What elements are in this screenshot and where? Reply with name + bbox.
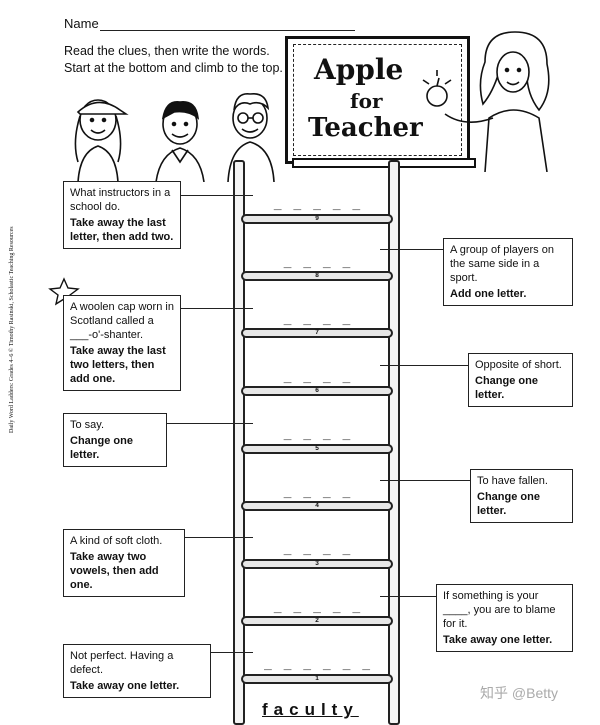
clue-6: Opposite of short. Change one letter. — [468, 353, 573, 407]
rung-7-number: 7 — [315, 329, 319, 336]
clue-2-connector — [380, 596, 436, 597]
ladder-right-rail — [388, 160, 400, 725]
clue-9: What instructors in a school do. Take aw… — [63, 181, 181, 249]
chalkboard-tray — [292, 158, 476, 168]
clue-2-instruction: Take away one letter. — [443, 634, 553, 646]
chalkboard-title-line1: Apple — [314, 53, 404, 86]
name-line[interactable] — [100, 30, 355, 31]
teacher-illustration — [422, 31, 550, 172]
clue-8-instruction: Add one letter. — [450, 288, 527, 300]
rung-6-number: 6 — [315, 387, 319, 394]
ladder-left-rail — [233, 160, 245, 725]
rung-7: 7 — [241, 328, 393, 338]
watermark: 知乎 @Betty — [480, 685, 559, 701]
rung-8-number: 8 — [315, 272, 319, 279]
clue-4-instruction: Change one letter. — [477, 491, 540, 517]
clue-1-instruction: Take away one letter. — [70, 680, 180, 692]
rung-8-blank[interactable]: _ _ _ _ — [283, 254, 353, 269]
rung-4: 4 — [241, 501, 393, 511]
rung-6: 6 — [241, 386, 393, 396]
clue-8: A group of players on the same side in a… — [443, 238, 573, 306]
clue-2-text: If something is your ____, you are to bl… — [443, 590, 556, 630]
instructions: Read the clues, then write the words. St… — [64, 43, 283, 77]
rung-9-number: 9 — [315, 215, 319, 222]
clue-5-connector — [167, 423, 253, 424]
chalkboard: Apple for Teacher — [285, 36, 470, 164]
rung-1-blank[interactable]: _ _ _ _ _ _ — [263, 656, 373, 671]
clue-1-connector — [211, 652, 253, 653]
rung-2: 2 — [241, 616, 393, 626]
rung-5-blank[interactable]: _ _ _ _ — [283, 426, 353, 441]
clue-9-connector — [181, 195, 253, 196]
rung-9: 9 — [241, 214, 393, 224]
clue-7-instruction: Take away the last two letters, then add… — [70, 345, 166, 385]
chalkboard-frame — [293, 44, 462, 156]
clue-9-text: What instructors in a school do. — [70, 187, 171, 213]
clue-4: To have fallen. Change one letter. — [470, 469, 573, 523]
chalkboard-title-line3: Teacher — [308, 113, 423, 143]
rung-2-number: 2 — [315, 617, 319, 624]
rung-2-blank[interactable]: _ _ _ _ _ — [273, 599, 363, 614]
clue-5-instruction: Change one letter. — [70, 435, 133, 461]
rung-5-number: 5 — [315, 445, 319, 452]
chalkboard-title-line2: for — [350, 89, 383, 113]
instruction-line-1: Read the clues, then write the words. — [64, 44, 270, 58]
rung-8: 8 — [241, 271, 393, 281]
clue-9-instruction: Take away the last letter, then add two. — [70, 217, 174, 243]
rung-5: 5 — [241, 444, 393, 454]
clue-6-instruction: Change one letter. — [475, 375, 538, 401]
clue-4-text: To have fallen. — [477, 475, 548, 487]
rung-1: 1 — [241, 674, 393, 684]
start-word: faculty — [262, 700, 359, 719]
clue-1-text: Not perfect. Having a defect. — [70, 650, 174, 676]
rung-9-blank[interactable]: _ _ _ _ _ — [273, 196, 363, 211]
clue-6-connector — [380, 365, 468, 366]
clue-6-text: Opposite of short. — [475, 359, 562, 371]
rung-4-blank[interactable]: _ _ _ _ — [283, 484, 353, 499]
clue-7-text: A woolen cap worn in Scotland called a _… — [70, 301, 174, 341]
clue-5: To say. Change one letter. — [63, 413, 167, 467]
rung-3-blank[interactable]: _ _ _ _ — [283, 541, 353, 556]
clue-7: A woolen cap worn in Scotland called a _… — [63, 295, 181, 391]
rung-4-number: 4 — [315, 502, 319, 509]
name-label: Name — [64, 16, 99, 31]
clue-8-connector — [380, 249, 443, 250]
rung-3: 3 — [241, 559, 393, 569]
clue-2: If something is your ____, you are to bl… — [436, 584, 573, 652]
clue-3-instruction: Take away two vowels, then add one. — [70, 551, 159, 591]
clue-3: A kind of soft cloth. Take away two vowe… — [63, 529, 185, 597]
instruction-line-2: Start at the bottom and climb to the top… — [64, 61, 283, 75]
clue-1: Not perfect. Having a defect. Take away … — [63, 644, 211, 698]
clue-5-text: To say. — [70, 419, 105, 431]
clue-3-text: A kind of soft cloth. — [70, 535, 163, 547]
clue-8-text: A group of players on the same side in a… — [450, 244, 554, 284]
copyright-sidebar: Daily Word Ladders: Grades 4–6 © Timothy… — [9, 226, 15, 433]
students-illustration — [74, 92, 275, 182]
rung-6-blank[interactable]: _ _ _ _ — [283, 369, 353, 384]
clue-3-connector — [185, 537, 253, 538]
rung-1-number: 1 — [315, 675, 319, 682]
rung-7-blank[interactable]: _ _ _ _ — [283, 311, 353, 326]
rung-3-number: 3 — [315, 560, 319, 567]
clue-7-connector — [181, 308, 253, 309]
clue-4-connector — [380, 480, 470, 481]
